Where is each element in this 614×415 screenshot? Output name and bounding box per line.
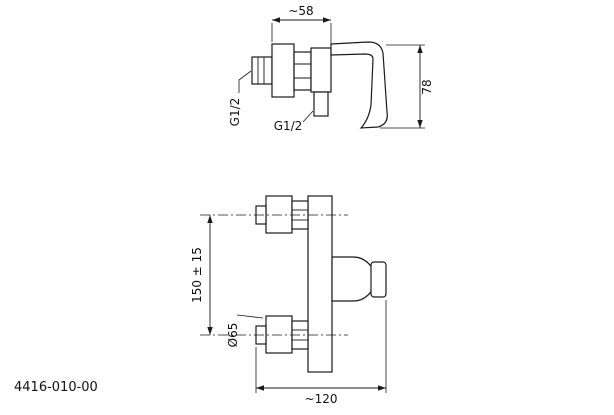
arrowhead: [207, 215, 213, 223]
side-escutcheon: [271, 43, 295, 98]
dimension-inlet-spacing: 150 ± 15: [190, 215, 213, 335]
dimension-top-width: ~58: [271, 4, 332, 46]
leader-line: [238, 70, 252, 93]
escutcheon-diameter-label: Ø65: [226, 323, 240, 348]
front-body: [307, 195, 333, 373]
arrowhead: [323, 17, 331, 23]
front-view: [200, 195, 387, 373]
arrowhead: [272, 17, 280, 23]
side-inlet-thread-label: G1/2: [228, 98, 242, 127]
arrowhead: [417, 45, 423, 53]
dim-overall-width-label: ~120: [305, 392, 338, 406]
dimension-height: 78: [380, 44, 434, 129]
arrowhead: [378, 385, 386, 391]
label-side-inlet-thread: G1/2: [228, 70, 252, 127]
side-outlet-stub: [313, 91, 329, 117]
side-lever-handle: [330, 41, 388, 129]
dim-top-width-label: ~58: [288, 4, 313, 18]
dim-height-label: 78: [420, 79, 434, 94]
leader-line: [236, 314, 264, 319]
side-hex-nut: [293, 51, 312, 91]
arrowhead: [256, 385, 264, 391]
side-valve-body: [310, 47, 332, 93]
side-inlet-stub: [251, 56, 273, 85]
label-escutcheon-diameter: Ø65: [226, 314, 264, 348]
part-number: 4416-010-00: [14, 380, 98, 395]
dimension-overall-width: ~120: [255, 300, 387, 406]
front-bottom-escutcheon: [265, 315, 293, 354]
label-outlet-thread: G1/2: [274, 110, 314, 133]
side-view: [251, 41, 388, 129]
arrowhead: [417, 120, 423, 128]
outlet-thread-label: G1/2: [274, 119, 303, 133]
front-cartridge: [331, 256, 376, 302]
front-top-escutcheon: [265, 195, 293, 234]
front-lever-end: [370, 261, 387, 298]
dim-inlet-spacing-label: 150 ± 15: [190, 247, 204, 303]
leader-line: [302, 110, 314, 123]
arrowhead: [207, 327, 213, 335]
